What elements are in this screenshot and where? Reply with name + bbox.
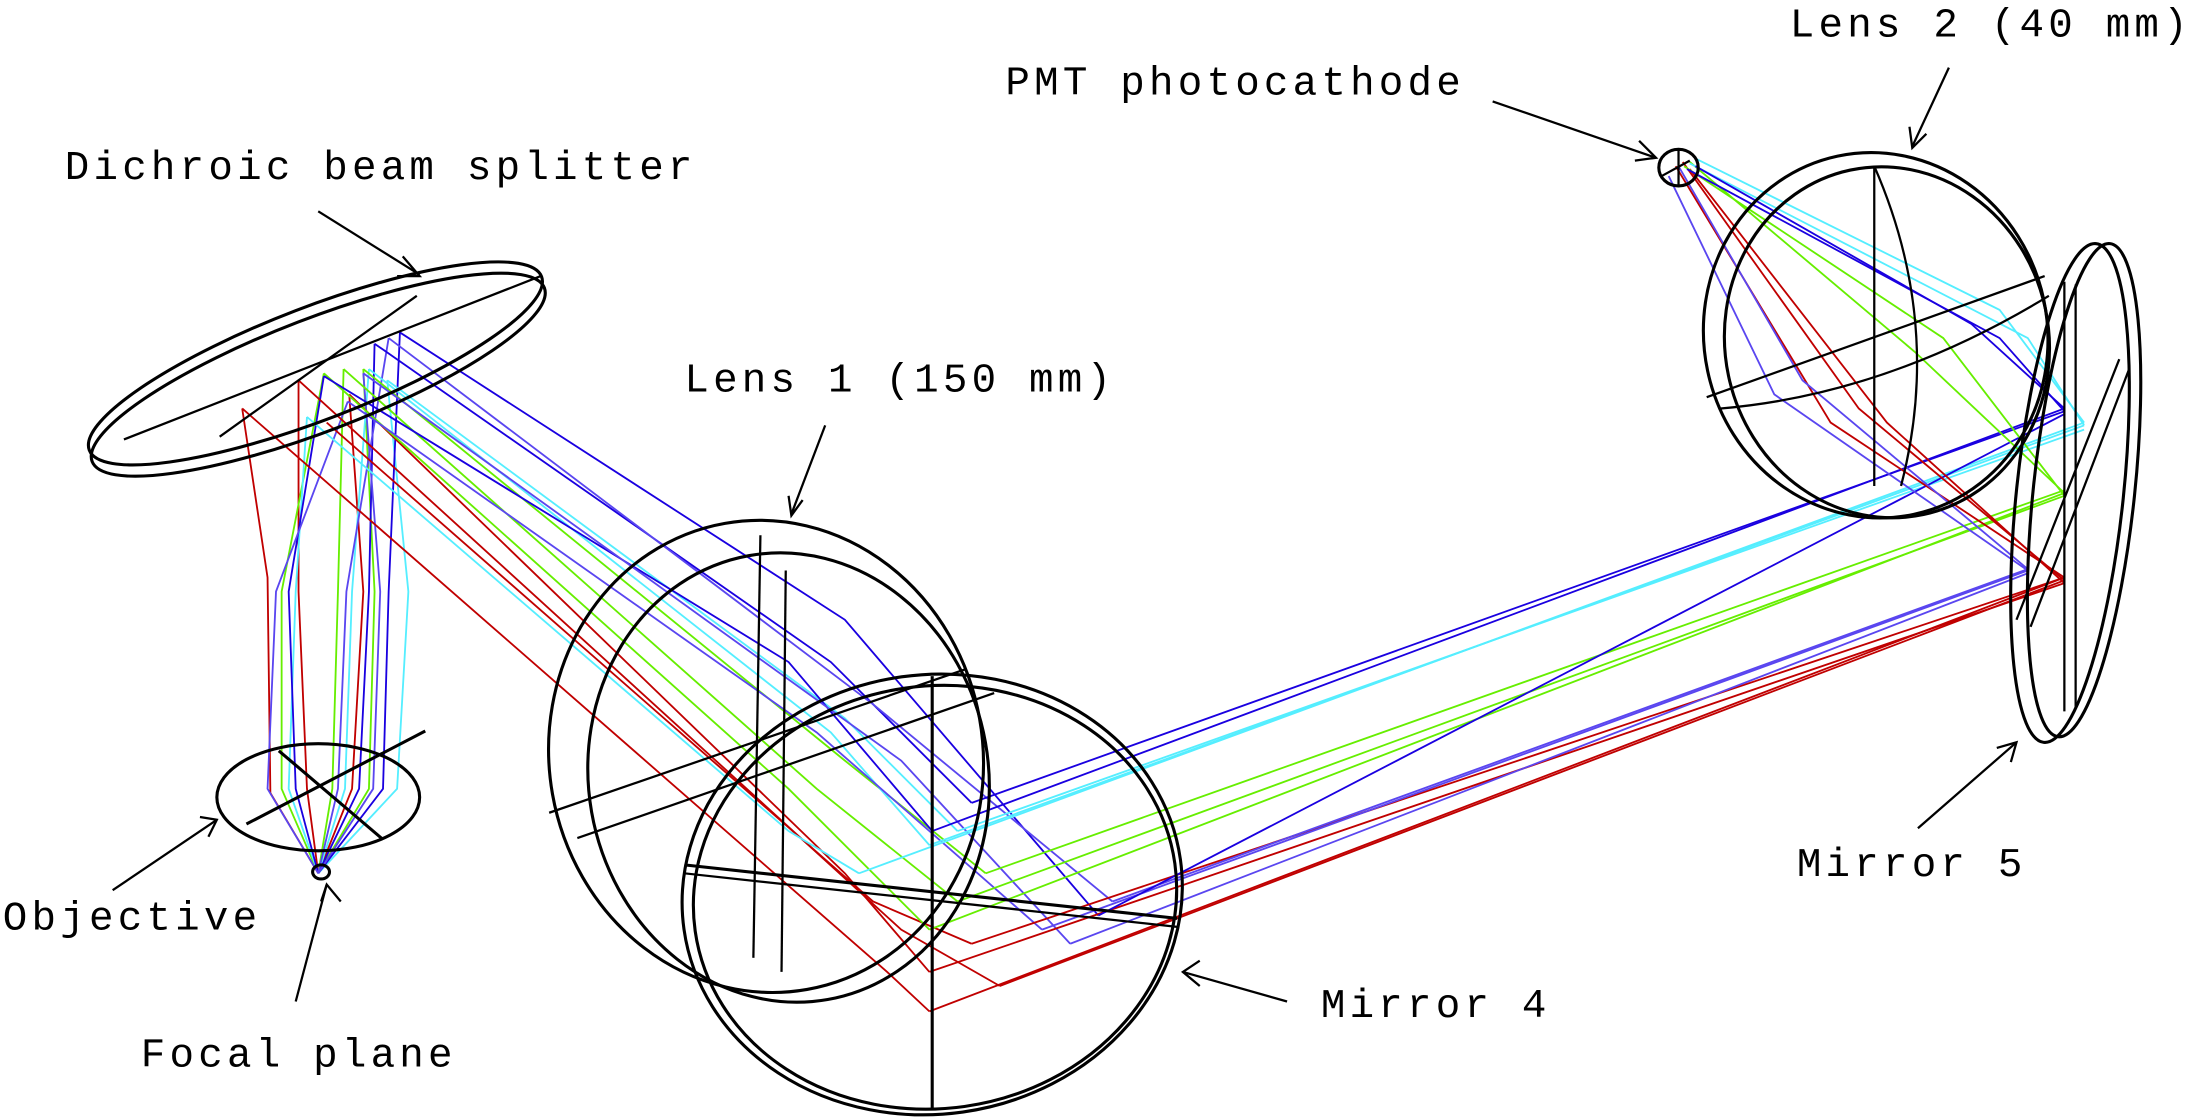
mirror-4 (680, 672, 1184, 1117)
lens-1 (547, 518, 995, 1004)
label-pmt: PMT photocathode (1005, 61, 1659, 162)
objective-lens (215, 729, 426, 853)
label-focal-plane-text: Focal plane (141, 1033, 457, 1079)
lens-2 (1701, 151, 2052, 520)
pmt-photocathode (1657, 147, 1700, 188)
rays-objective-to-dichroic (241, 332, 410, 874)
label-lens2-text: Lens 2 (40 mm) (1790, 4, 2192, 50)
label-pmt-text: PMT photocathode (1005, 61, 1465, 107)
rays-dichroic-to-mirror4 (241, 331, 1114, 1013)
label-mirror4-text: Mirror 4 (1321, 984, 1551, 1030)
dichroic-beam-splitter (86, 260, 547, 478)
label-mirror4: Mirror 4 (1180, 959, 1551, 1030)
label-objective: Objective (3, 815, 262, 943)
label-mirror5: Mirror 5 (1797, 740, 2027, 889)
focal-plane (311, 863, 332, 881)
label-mirror5-text: Mirror 5 (1797, 843, 2027, 889)
label-dichroic: Dichroic beam splitter (65, 146, 697, 278)
label-focal-plane: Focal plane (141, 882, 457, 1079)
rays-mirror4-to-mirror5 (858, 407, 2085, 1013)
ray-bundle (241, 158, 2085, 1013)
label-objective-text: Objective (3, 897, 262, 943)
label-lens2: Lens 2 (40 mm) (1790, 4, 2192, 151)
label-lens1: Lens 1 (150 mm) (684, 359, 1115, 519)
mirror-5 (2009, 242, 2143, 744)
rays-mirror5-to-pmt (1667, 158, 2085, 584)
label-lens1-text: Lens 1 (150 mm) (684, 359, 1115, 405)
label-dichroic-text: Dichroic beam splitter (65, 146, 697, 192)
